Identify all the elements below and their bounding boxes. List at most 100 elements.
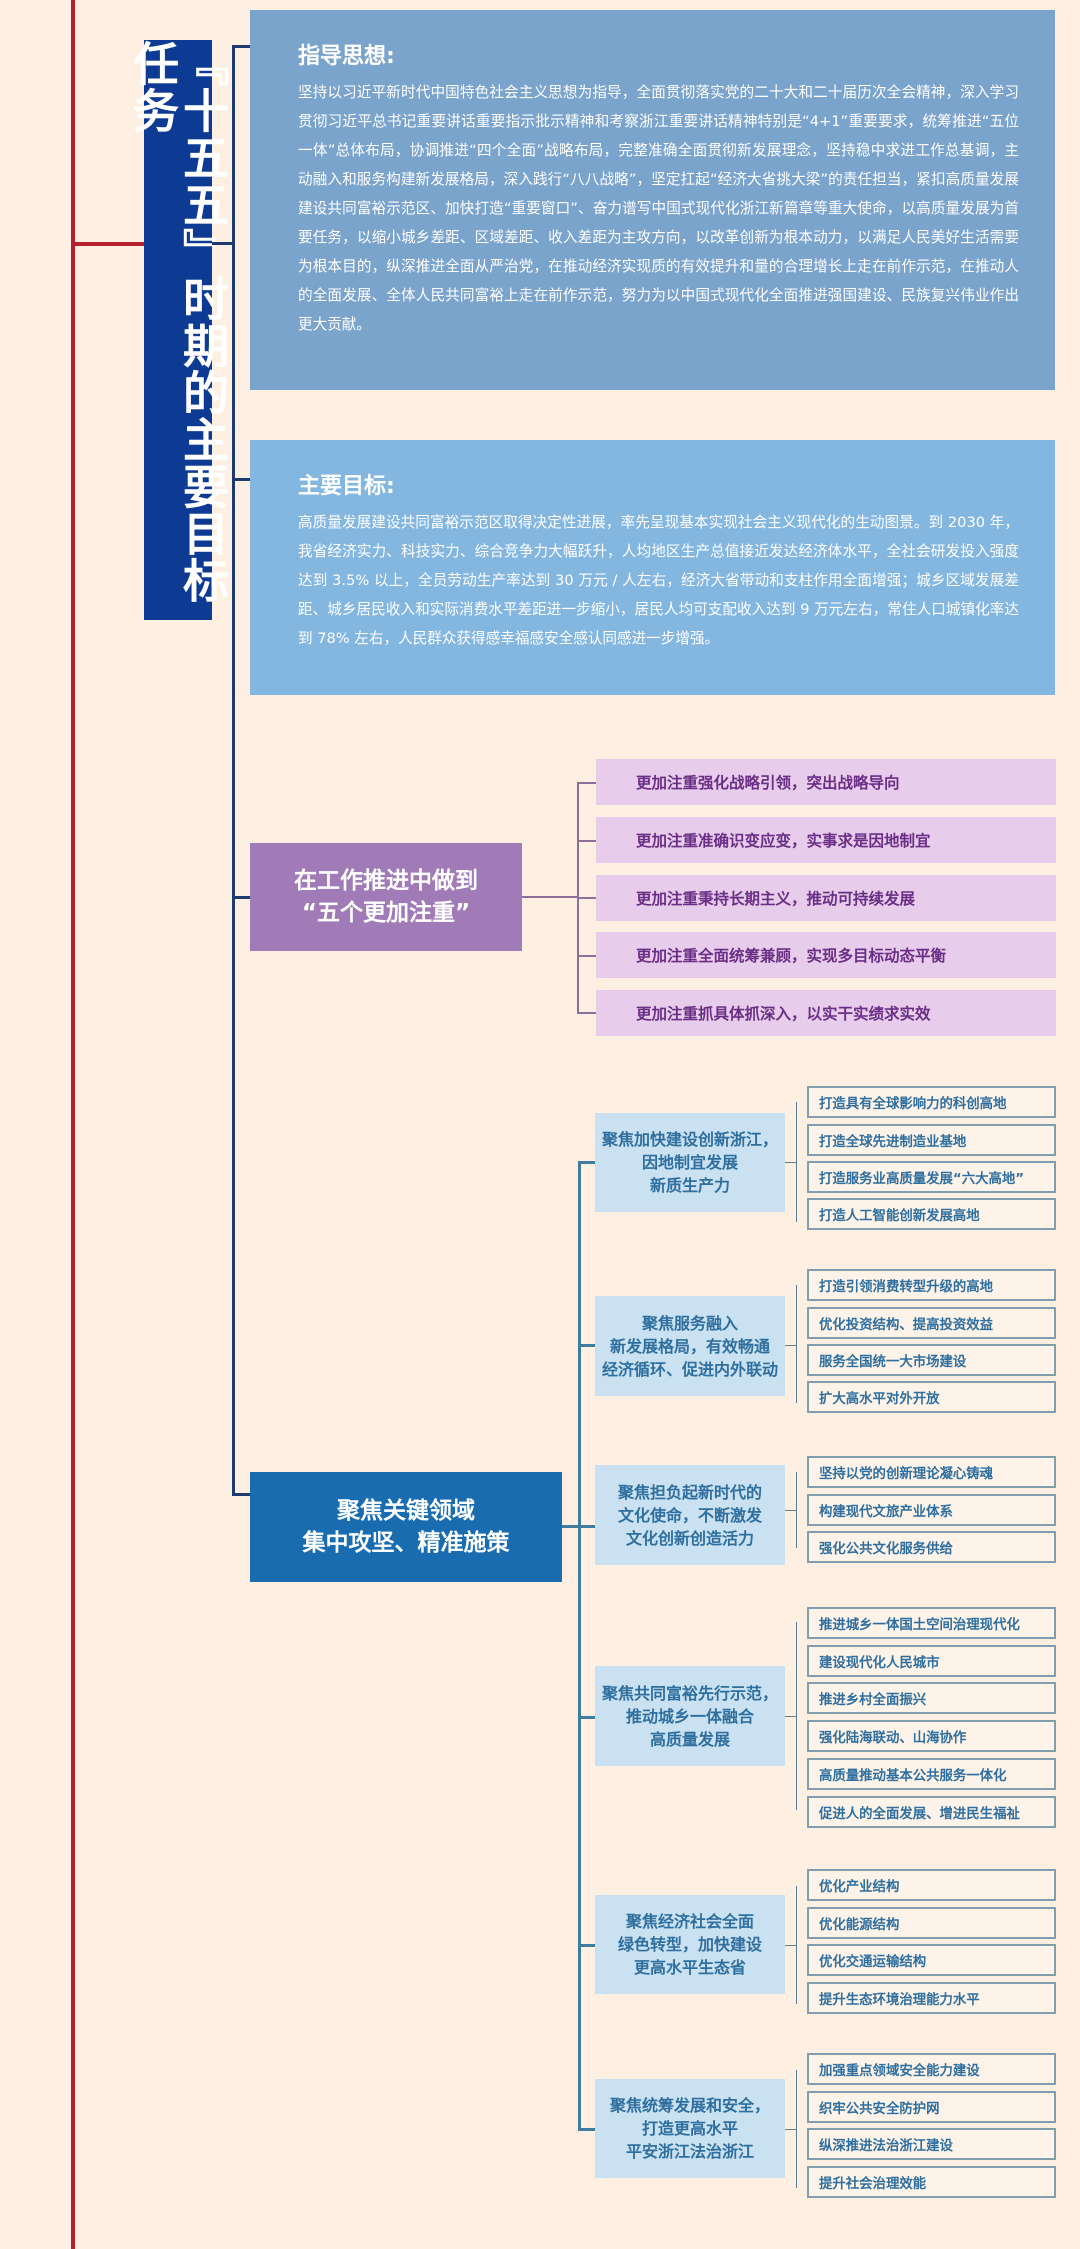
key-areas-title-2: 集中攻坚、精准施策 — [302, 1530, 510, 1556]
focus-group-3: 聚焦担负起新时代的 文化使命，不断激发 文化创新创造活力 — [595, 1465, 785, 1565]
leaf-item: 打造全球先进制造业基地 — [807, 1124, 1056, 1156]
leaf-text: 优化能源结构 — [819, 1918, 900, 1933]
leaf-item: 提升社会治理效能 — [807, 2166, 1056, 2198]
purple-connector — [522, 896, 578, 898]
leaf-text: 提升生态环境治理能力水平 — [819, 1993, 980, 2008]
leaf-text: 高质量推动基本公共服务一体化 — [819, 1769, 1007, 1784]
group-line: 文化创新创造活力 — [625, 1528, 754, 1548]
emphasis-text: 更加注重全面统筹兼顾，实现多目标动态平衡 — [636, 947, 947, 965]
emphasis-text: 更加注重抓具体抓深入，以实干实绩求实效 — [636, 1005, 931, 1023]
group-line: 高质量发展 — [649, 1729, 730, 1749]
leaf-item: 扩大高水平对外开放 — [807, 1381, 1056, 1413]
leaf-connector — [785, 1345, 797, 1346]
leaf-item: 优化能源结构 — [807, 1907, 1056, 1939]
leaf-item: 建设现代化人民城市 — [807, 1645, 1056, 1677]
leaf-spine — [796, 1102, 797, 1222]
leaf-text: 强化公共文化服务供给 — [819, 1542, 953, 1557]
leaf-text: 优化产业结构 — [819, 1880, 900, 1895]
leaf-spine — [796, 1472, 797, 1548]
emphasis-item: 更加注重准确识变应变，实事求是因地制宜 — [596, 817, 1056, 863]
leaf-item: 强化公共文化服务供给 — [807, 1531, 1056, 1563]
leaf-item: 打造具有全球影响力的科创高地 — [807, 1086, 1056, 1118]
leaf-text: 坚持以党的创新理论凝心铸魂 — [819, 1467, 994, 1482]
purple-tick — [577, 955, 596, 957]
leaf-item: 打造人工智能创新发展高地 — [807, 1198, 1056, 1230]
emphasis-text: 更加注重强化战略引领，突出战略导向 — [636, 774, 900, 792]
group-line: 新质生产力 — [649, 1176, 730, 1195]
purple-tick — [577, 782, 596, 784]
leaf-item: 提升生态环境治理能力水平 — [807, 1982, 1056, 2014]
group-connector — [578, 1944, 595, 1947]
group-line: 推动城乡一体融合 — [625, 1706, 754, 1726]
emphasis-text: 更加注重准确识变应变，实事求是因地制宜 — [636, 832, 931, 850]
key-areas-connector — [562, 1525, 580, 1528]
focus-group-2: 聚焦服务融入 新发展格局，有效畅通 经济循环、促进内外联动 — [595, 1296, 785, 1396]
group-line: 聚焦统筹发展和安全， — [609, 2096, 770, 2115]
leaf-text: 构建现代文旅产业体系 — [819, 1505, 953, 1520]
leaf-text: 优化投资结构、提高投资效益 — [819, 1318, 994, 1333]
focus-group-5: 聚焦经济社会全面 绿色转型，加快建设 更高水平生态省 — [595, 1895, 785, 1994]
leaf-text: 打造全球先进制造业基地 — [819, 1135, 967, 1150]
leaf-connector — [785, 1510, 797, 1511]
focus-group-6: 聚焦统筹发展和安全， 打造更高水平 平安浙江法治浙江 — [595, 2079, 785, 2178]
leaf-text: 服务全国统一大市场建设 — [819, 1355, 967, 1370]
leaf-item: 优化投资结构、提高投资效益 — [807, 1307, 1056, 1339]
purple-tick — [577, 897, 596, 899]
leaf-connector — [785, 2129, 797, 2130]
leaf-text: 推进乡村全面振兴 — [819, 1693, 927, 1708]
leaf-item: 推进乡村全面振兴 — [807, 1682, 1056, 1714]
connector-five — [232, 896, 250, 899]
connector-key — [232, 1493, 250, 1496]
leaf-text: 推进城乡一体国土空间治理现代化 — [819, 1618, 1020, 1633]
group-line: 聚焦共同富裕先行示范， — [601, 1683, 778, 1703]
leaf-item: 打造服务业高质量发展“六大高地” — [807, 1161, 1056, 1193]
leaf-text: 打造引领消费转型升级的高地 — [819, 1280, 994, 1295]
group-connector — [578, 1161, 595, 1164]
main-goals-heading: 主要目标: — [298, 474, 395, 499]
leaf-spine — [796, 1285, 797, 1403]
trunk-branch-line — [71, 242, 145, 246]
leaf-text: 打造服务业高质量发展“六大高地” — [819, 1172, 1025, 1187]
level1-spine — [232, 45, 235, 1495]
title-text: 『十五五』时期的主要目标任务 — [126, 40, 230, 604]
group-line: 绿色转型，加快建设 — [617, 1935, 762, 1954]
leaf-spine — [796, 1886, 797, 2004]
leaf-item: 优化产业结构 — [807, 1869, 1056, 1901]
leaf-item: 优化交通运输结构 — [807, 1944, 1056, 1976]
leaf-item: 打造引领消费转型升级的高地 — [807, 1269, 1056, 1301]
group-connector — [578, 2128, 595, 2131]
group-connector — [578, 1525, 595, 1528]
group-connector — [578, 1344, 595, 1347]
leaf-text: 打造具有全球影响力的科创高地 — [819, 1097, 1007, 1112]
group-line: 聚焦经济社会全面 — [625, 1912, 754, 1931]
emphasis-item: 更加注重抓具体抓深入，以实干实绩求实效 — [596, 990, 1056, 1036]
leaf-connector — [785, 1945, 797, 1946]
key-areas-spine — [578, 1161, 581, 2131]
main-goals-panel: 主要目标: 高质量发展建设共同富裕示范区取得决定性进展，率先呈现基本实现社会主义… — [250, 440, 1055, 695]
group-line: 更高水平生态省 — [633, 1958, 746, 1977]
leaf-item: 强化陆海联动、山海协作 — [807, 1720, 1056, 1752]
group-line: 经济循环、促进内外联动 — [601, 1359, 778, 1379]
leaf-text: 优化交通运输结构 — [819, 1955, 927, 1970]
leaf-item: 加强重点领域安全能力建设 — [807, 2053, 1056, 2085]
group-line: 平安浙江法治浙江 — [625, 2142, 754, 2161]
group-line: 文化使命，不断激发 — [617, 1505, 762, 1525]
leaf-text: 打造人工智能创新发展高地 — [819, 1209, 980, 1224]
leaf-item: 促进人的全面发展、增进民生福祉 — [807, 1796, 1056, 1828]
five-emphases-title-1: 在工作推进中做到 — [294, 868, 478, 894]
leaf-connector — [785, 1716, 797, 1717]
focus-group-4: 聚焦共同富裕先行示范， 推动城乡一体融合 高质量发展 — [595, 1666, 785, 1766]
leaf-connector — [785, 1162, 797, 1163]
group-line: 打造更高水平 — [641, 2119, 738, 2138]
group-line: 聚焦担负起新时代的 — [617, 1482, 762, 1502]
group-line: 新发展格局，有效畅通 — [609, 1336, 770, 1356]
connector-goals — [232, 478, 250, 481]
leaf-text: 纵深推进法治浙江建设 — [819, 2139, 953, 2154]
purple-tick — [577, 840, 596, 842]
guiding-thought-body: 坚持以习近平新时代中国特色社会主义思想为指导，全面贯彻落实党的二十大和二十届历次… — [298, 84, 1019, 333]
leaf-text: 织牢公共安全防护网 — [819, 2102, 940, 2117]
leaf-item: 纵深推进法治浙江建设 — [807, 2128, 1056, 2160]
leaf-text: 促进人的全面发展、增进民生福祉 — [819, 1807, 1020, 1822]
connector-guide — [232, 45, 250, 48]
leaf-item: 坚持以党的创新理论凝心铸魂 — [807, 1456, 1056, 1488]
